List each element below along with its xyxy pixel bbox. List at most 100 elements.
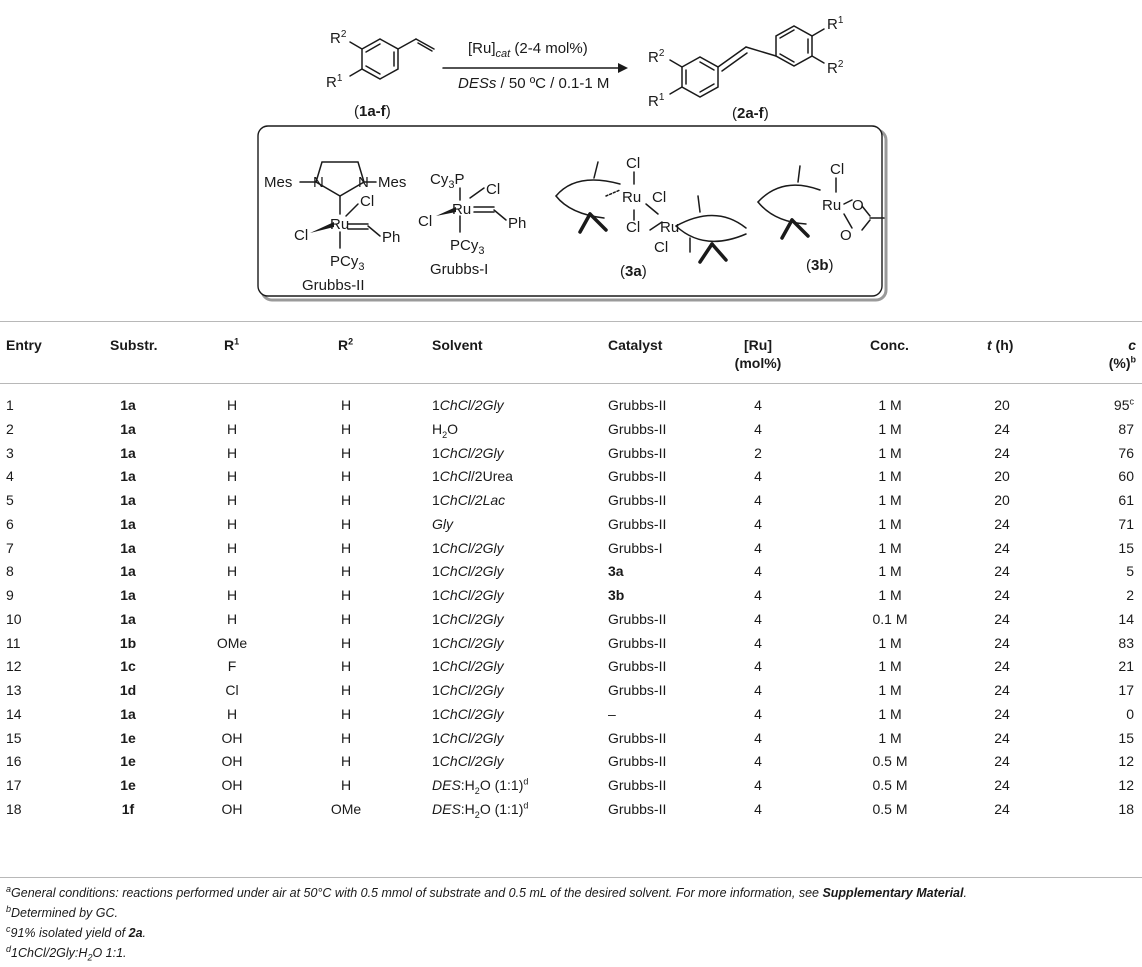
cell-substr: 1a [120,705,136,722]
cell-ru: 4 [754,658,762,675]
cell-entry: 17 [6,777,22,793]
cell-solvent: 1ChCl/2Lac [432,492,506,508]
cell-r1: OH [221,777,243,793]
g2-mes-left: Mes [264,174,292,191]
c3b-ru: Ru [822,197,841,214]
catalyst-box [257,125,883,297]
g2-n-left: N [313,174,324,191]
cell-conc: 0.5 M [872,800,908,817]
cell-c: 15 [1118,729,1134,746]
cell-r2: H [340,397,352,413]
cell-substr: 1e [120,777,136,793]
cell-r2: H [340,705,352,722]
cell-c: 61 [1118,492,1134,508]
cell-r1: OH [221,753,243,770]
g1-name: Grubbs-I [430,261,488,278]
cell-substr: 1d [119,682,137,698]
cell-r1: H [226,610,238,627]
cell-t: 24 [994,563,1010,580]
cell-ru: 4 [754,610,762,627]
product-r1-left: R1 [648,92,665,110]
cell-entry: 1 [6,397,14,413]
cell-conc: 1 M [878,420,902,437]
cell-t: 24 [994,634,1010,651]
cell-t: 24 [994,800,1010,817]
cell-substr: 1a [120,397,136,413]
c3a-cl-mid: Cl [626,219,640,236]
cell-catalyst: Grubbs-II [608,610,667,627]
cell-c: 18 [1118,800,1134,817]
cell-substr: 1a [120,468,136,485]
cell-r2: H [340,420,352,437]
header-entry: Entry [6,337,42,353]
product-r1-right: R1 [827,15,844,33]
cell-r1: OMe [216,634,248,651]
cell-substr: 1b [119,634,137,651]
cell-c: 87 [1118,420,1134,437]
cell-catalyst: Grubbs-II [608,800,667,817]
cell-entry: 9 [6,587,14,603]
table-header-rule [0,383,1142,384]
cell-solvent: 1ChCl/2Gly [432,397,504,413]
c3a-cl-top: Cl [626,155,640,172]
substrate-r1-label: R1 [326,73,343,91]
g2-pcy3: PCy3 [330,253,364,273]
cell-ru: 4 [754,753,762,770]
cell-entry: 5 [6,492,14,508]
cell-r1: H [226,563,238,580]
c3a-cl-bottom: Cl [654,239,668,256]
g2-ph: Ph [382,229,400,246]
g2-ru: Ru [330,216,349,233]
cell-ru: 4 [754,705,762,722]
cell-r1: H [226,397,238,413]
g1-pcy3: PCy3 [450,237,484,257]
cell-c: 0 [1126,705,1134,722]
footnote-b: bDetermined by GC. [6,903,118,920]
cell-c: 2 [1126,587,1134,603]
cell-ru: 4 [754,397,762,413]
cell-conc: 1 M [878,563,902,580]
cell-ru: 2 [754,444,762,461]
c3a-label: (3a) [620,263,647,280]
cell-entry: 2 [6,420,14,437]
cell-catalyst: Grubbs-II [608,753,667,770]
product-ring-right [775,25,813,67]
cell-ru: 4 [754,492,762,508]
cell-r1: H [226,468,238,485]
cell-r1: H [226,515,238,532]
cell-t: 24 [994,515,1010,532]
cell-ru: 4 [754,587,762,603]
cell-entry: 18 [6,800,22,817]
cell-catalyst: Grubbs-II [608,658,667,675]
cell-entry: 16 [6,753,22,770]
cell-solvent: 1ChCl/2Gly [432,539,504,556]
cell-entry: 3 [6,444,14,461]
g2-mes-right: Mes [378,174,406,191]
cell-catalyst: Grubbs-II [608,634,667,651]
cell-r1: H [226,492,238,508]
cell-entry: 10 [6,610,22,627]
cell-t: 24 [994,777,1010,793]
table-bottom-rule [0,877,1142,878]
cell-t: 20 [994,492,1010,508]
cell-solvent: 1ChCl/2Gly [432,705,504,722]
cell-ru: 4 [754,729,762,746]
g1-cl-top: Cl [486,181,500,198]
g2-name: Grubbs-II [302,277,365,294]
cell-t: 24 [994,729,1010,746]
cell-r2: H [340,492,352,508]
cell-catalyst: Grubbs-II [608,444,667,461]
cell-solvent: 1ChCl/2Gly [432,753,504,770]
product-r2-right: R2 [827,59,844,77]
table-top-rule [0,321,1142,322]
g1-ph: Ph [508,215,526,232]
cell-c: 15 [1118,539,1134,556]
cell-conc: 0.1 M [872,610,908,627]
cell-ru: 4 [754,800,762,817]
header-substrate: Substr. [110,337,158,353]
cell-t: 20 [994,468,1010,485]
cell-solvent: 1ChCl/2Gly [432,587,504,603]
header-r2: R2 [338,336,354,353]
cell-conc: 1 M [878,634,902,651]
cell-catalyst: – [608,705,616,722]
